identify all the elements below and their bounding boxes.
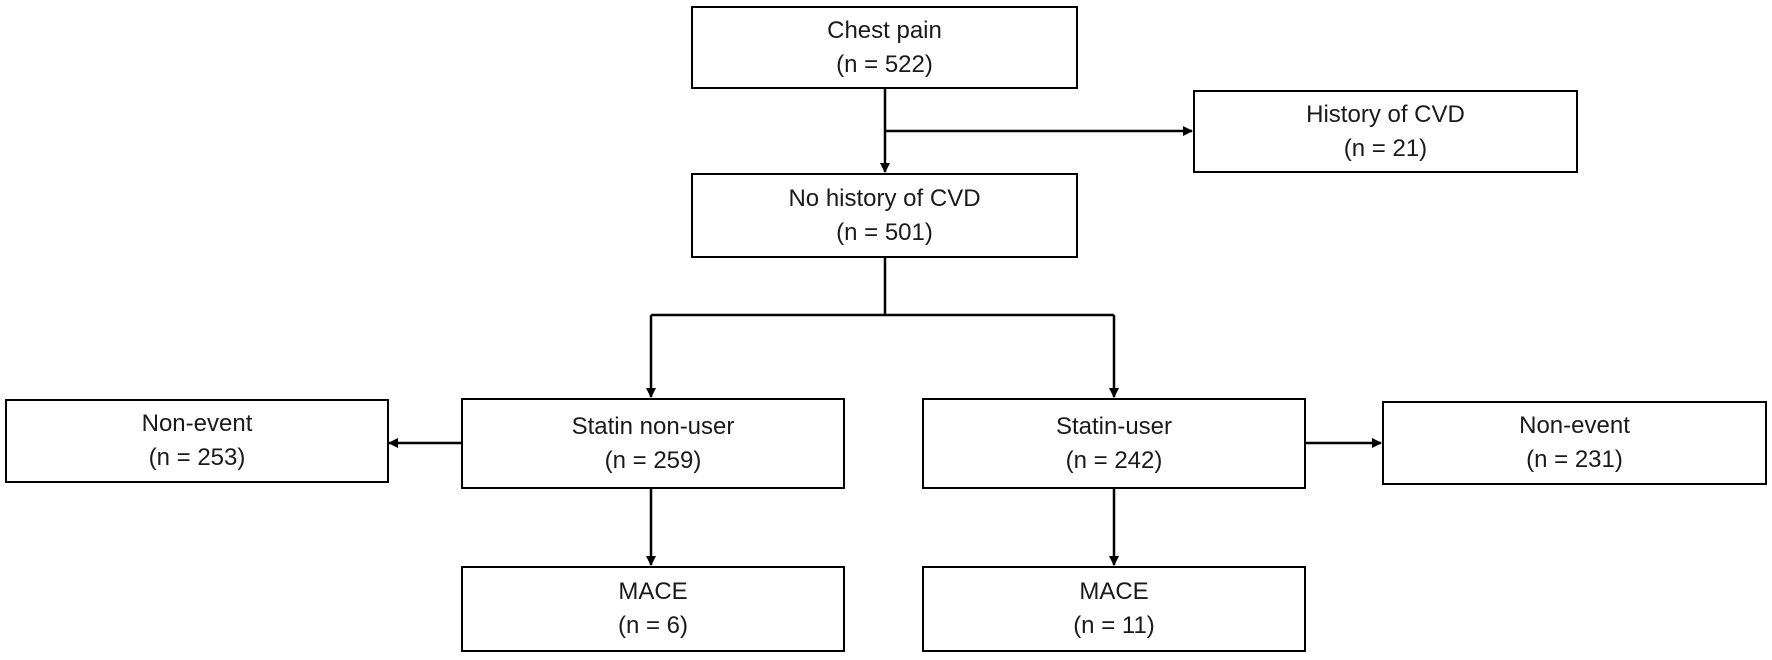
chest-pain-box: Chest pain (n = 522) <box>691 6 1078 89</box>
statin-non-user-box: Statin non-user (n = 259) <box>461 398 845 489</box>
chest-pain-count: (n = 522) <box>836 50 933 78</box>
non-event-left-box: Non-event (n = 253) <box>5 399 389 483</box>
statin-user-title: Statin-user <box>1055 412 1173 440</box>
statin-non-user-title: Statin non-user <box>571 412 735 440</box>
mace-left-box: MACE (n = 6) <box>461 566 845 652</box>
mace-right-count: (n = 11) <box>1073 612 1155 639</box>
non-event-right-count: (n = 231) <box>1526 446 1623 473</box>
non-event-right-title: Non-event <box>1519 412 1630 439</box>
history-cvd-count: (n = 21) <box>1343 134 1428 162</box>
history-cvd-title: History of CVD <box>1306 100 1465 128</box>
mace-right-box: MACE (n = 11) <box>922 566 1306 652</box>
no-history-cvd-count: (n = 501) <box>836 218 933 246</box>
no-history-cvd-box: No history of CVD (n = 501) <box>691 173 1078 258</box>
non-event-left-title: Non-event <box>141 410 253 437</box>
statin-user-count: (n = 242) <box>1065 446 1163 474</box>
history-cvd-box: History of CVD (n = 21) <box>1193 90 1578 173</box>
mace-right-title: MACE <box>1079 578 1149 605</box>
non-event-right-box: Non-event (n = 231) <box>1382 401 1767 485</box>
statin-user-box: Statin-user (n = 242) <box>922 398 1306 489</box>
no-history-cvd-title: No history of CVD <box>788 184 981 212</box>
mace-left-title: MACE <box>618 578 688 605</box>
mace-left-count: (n = 6) <box>617 612 689 639</box>
chest-pain-title: Chest pain <box>827 16 942 44</box>
statin-non-user-count: (n = 259) <box>604 446 702 474</box>
non-event-left-count: (n = 253) <box>148 444 246 471</box>
